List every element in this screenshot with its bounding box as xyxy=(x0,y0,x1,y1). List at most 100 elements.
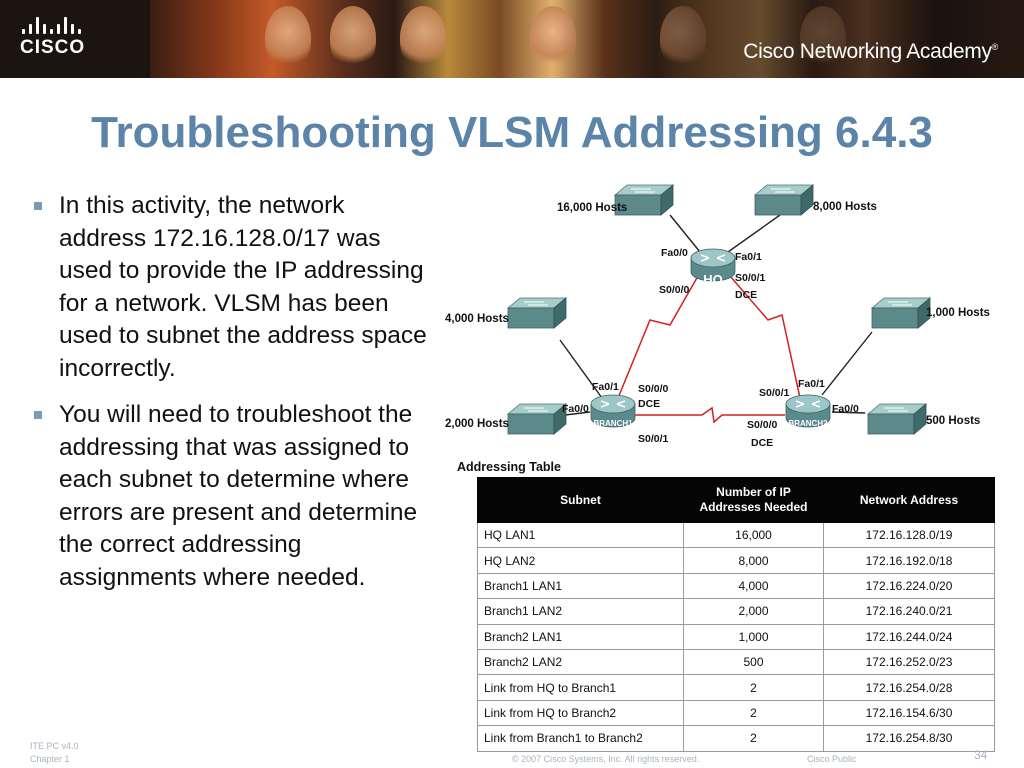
addresses-needed-cell: 2 xyxy=(683,725,824,752)
ethernet-link xyxy=(831,411,866,414)
switch-icon xyxy=(507,297,567,329)
network-address-cell: 172.16.244.0/24 xyxy=(823,623,995,650)
column-header: Network Address xyxy=(823,477,995,523)
network-address-cell: 172.16.254.0/28 xyxy=(823,674,995,701)
addressing-table: Subnet Number of IP Addresses Needed Net… xyxy=(477,477,995,752)
network-address-cell: 172.16.252.0/23 xyxy=(823,648,995,676)
footer-chapter: Chapter 1 xyxy=(30,754,70,764)
ethernet-link xyxy=(669,214,701,253)
bullet-text: In this activity, the network address 17… xyxy=(59,192,427,382)
interface-label: Fa0/1 xyxy=(592,381,619,393)
subnet-cell: Branch2 LAN1 xyxy=(477,623,684,650)
subnet-cell: Branch2 LAN2 xyxy=(477,648,684,676)
interface-label: Fa0/0 xyxy=(661,247,688,259)
addresses-needed-cell: 2 xyxy=(683,674,824,701)
banner-face xyxy=(330,6,376,70)
table-header-row: Subnet Number of IP Addresses Needed Net… xyxy=(477,477,995,523)
cisco-logo-text: CISCO xyxy=(20,37,86,58)
serial-link-branch1-branch2 xyxy=(630,406,785,424)
addresses-needed-cell: 1,000 xyxy=(683,623,824,650)
network-address-cell: 172.16.192.0/18 xyxy=(823,547,995,574)
subnet-cell: HQ LAN1 xyxy=(477,521,684,549)
network-address-cell: 172.16.154.6/30 xyxy=(823,699,995,727)
addresses-needed-cell: 2,000 xyxy=(683,598,824,625)
bullet-square-icon xyxy=(34,411,42,419)
bullet-text: You will need to troubleshoot the addres… xyxy=(59,401,418,591)
network-address-cell: 172.16.240.0/21 xyxy=(823,598,995,625)
host-label: 2,000 Hosts xyxy=(445,418,509,430)
registered-mark: ® xyxy=(991,42,999,52)
router-label-branch2: BRANCH2 xyxy=(788,419,828,428)
subnet-cell: Link from HQ to Branch1 xyxy=(477,674,684,701)
interface-label: S0/0/1 xyxy=(759,387,790,399)
addresses-needed-cell: 4,000 xyxy=(683,572,824,600)
cisco-logo: CISCO xyxy=(20,16,100,60)
interface-label: Fa0/1 xyxy=(798,378,825,390)
interface-label: DCE xyxy=(638,398,660,410)
footer-classification: Cisco Public xyxy=(807,754,857,764)
switch-icon xyxy=(754,184,814,216)
academy-brand: Cisco Networking Academy® xyxy=(743,40,998,64)
slide-title: Troubleshooting VLSM Addressing 6.4.3 xyxy=(91,108,933,157)
host-label: 16,000 Hosts xyxy=(557,202,627,214)
footer-copyright: © 2007 Cisco Systems, Inc. All rights re… xyxy=(512,754,700,764)
network-topology-diagram: HQ BRANCH1 BRANCH2 16,000 Hosts 8,000 Ho… xyxy=(445,184,990,449)
banner-face xyxy=(265,6,311,70)
interface-label: DCE xyxy=(751,437,773,449)
switch-icon xyxy=(871,297,931,329)
interface-label: Fa0/0 xyxy=(832,403,859,415)
subnet-cell: Link from HQ to Branch2 xyxy=(477,699,684,727)
ethernet-link xyxy=(821,331,873,396)
serial-link-hq-branch1 xyxy=(617,275,699,399)
host-label: 4,000 Hosts xyxy=(445,313,509,325)
bullet-item: You will need to troubleshoot the addres… xyxy=(32,399,432,594)
page-number: 34 xyxy=(974,748,988,762)
column-header: Subnet xyxy=(477,477,684,523)
host-label: 500 Hosts xyxy=(926,415,980,427)
banner-face xyxy=(400,6,446,70)
switch-icon xyxy=(867,403,927,435)
addresses-needed-cell: 500 xyxy=(683,648,824,676)
subnet-cell: HQ LAN2 xyxy=(477,547,684,574)
addresses-needed-cell: 16,000 xyxy=(683,521,824,549)
interface-label: S0/0/1 xyxy=(735,272,766,284)
interface-label: S0/0/0 xyxy=(747,419,778,431)
subnet-cell: Branch1 LAN2 xyxy=(477,598,684,625)
subnet-cell: Link from Branch1 to Branch2 xyxy=(477,725,684,752)
router-label-hq: HQ xyxy=(703,272,723,287)
host-label: 8,000 Hosts xyxy=(813,201,877,213)
banner-shade xyxy=(560,0,1024,78)
router-label-branch1: BRANCH1 xyxy=(593,419,633,428)
interface-label: S0/0/0 xyxy=(638,383,669,395)
ethernet-link xyxy=(559,339,603,399)
ethernet-link xyxy=(727,214,781,253)
interface-label: S0/0/0 xyxy=(659,284,690,296)
cisco-bars-icon xyxy=(22,16,100,34)
interface-label: Fa0/1 xyxy=(735,251,762,263)
academy-text: Cisco Networking Academy xyxy=(743,40,992,63)
network-address-cell: 172.16.224.0/20 xyxy=(823,572,995,600)
bullet-square-icon xyxy=(34,202,42,210)
footer-course: ITE PC v4.0 xyxy=(30,741,79,751)
addressing-table-title: Addressing Table xyxy=(457,460,561,474)
addresses-needed-cell: 8,000 xyxy=(683,547,824,574)
bullet-item: In this activity, the network address 17… xyxy=(32,190,432,385)
addresses-needed-cell: 2 xyxy=(683,699,824,727)
bullet-list: In this activity, the network address 17… xyxy=(32,190,432,608)
serial-link-hq-branch2 xyxy=(729,275,801,399)
interface-label: DCE xyxy=(735,289,757,301)
subnet-cell: Branch1 LAN1 xyxy=(477,572,684,600)
interface-label: Fa0/0 xyxy=(562,403,589,415)
column-header: Number of IP Addresses Needed xyxy=(683,477,824,523)
network-address-cell: 172.16.128.0/19 xyxy=(823,521,995,549)
switch-icon xyxy=(507,403,567,435)
host-label: 1,000 Hosts xyxy=(926,307,990,319)
